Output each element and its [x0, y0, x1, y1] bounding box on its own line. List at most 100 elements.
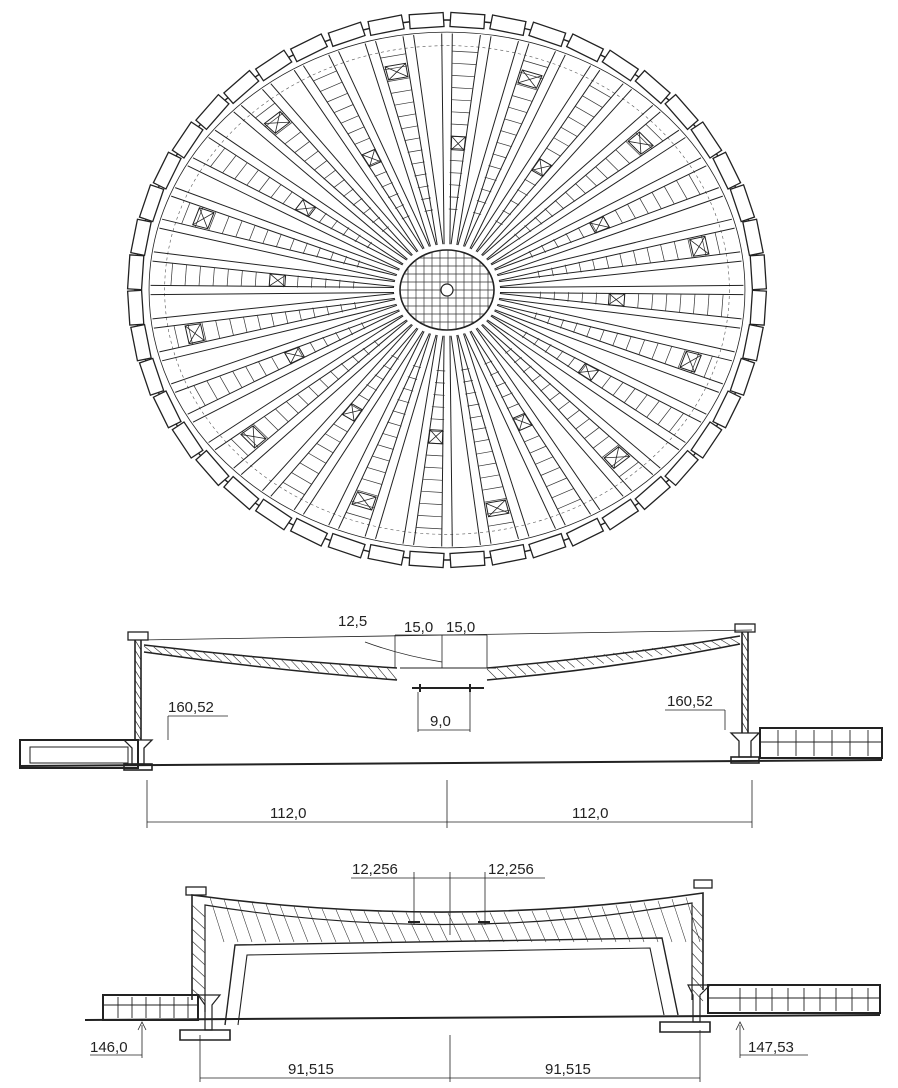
- ground-line: [19, 759, 883, 767]
- panel-division: [411, 161, 425, 165]
- truss-top-chord-left: [143, 644, 398, 669]
- rim-block: [528, 21, 567, 48]
- panel-division: [424, 466, 444, 469]
- frame-lacing: [587, 907, 603, 943]
- frame-cap-left: [185, 886, 207, 896]
- panel-division: [615, 149, 631, 164]
- panel-division: [645, 124, 663, 142]
- column-cap: [127, 631, 149, 641]
- panel-division: [515, 83, 538, 91]
- column-lacing: [134, 649, 142, 661]
- frame-lacing: [657, 900, 673, 943]
- panel-division: [210, 148, 225, 167]
- panel-division: [333, 104, 354, 114]
- panel-division: [679, 293, 682, 313]
- level-arrow-right: [735, 1021, 745, 1031]
- panel-division: [258, 176, 271, 192]
- column-lacing: [134, 709, 142, 721]
- panel-division: [663, 186, 675, 205]
- panel-division: [448, 208, 458, 210]
- radial-girder-edge: [153, 251, 395, 283]
- truss-lacing: [260, 656, 271, 667]
- crossed-panel: [607, 293, 626, 307]
- rim-block: [449, 550, 486, 569]
- truss-lacing: [231, 653, 242, 664]
- footing-right: [659, 1021, 711, 1033]
- rim-block: [289, 33, 329, 63]
- truss-lacing: [593, 655, 604, 664]
- panel-division: [221, 216, 230, 234]
- radial-girder-edge: [262, 88, 413, 256]
- panel-division: [407, 376, 418, 380]
- panel-division: [417, 515, 442, 518]
- radial-girder-edge: [450, 335, 481, 545]
- panel-division: [284, 311, 289, 325]
- panel-division: [533, 312, 538, 320]
- cross-diagonal: [342, 409, 363, 415]
- truss-top-chord-right: [486, 635, 741, 669]
- panel-division: [329, 251, 335, 261]
- panel-division: [401, 215, 410, 220]
- radial-girder-edge: [449, 335, 453, 547]
- truss-lacing: [720, 639, 731, 646]
- panel-division: [534, 456, 554, 465]
- radial-girder-edge: [364, 43, 431, 247]
- rim-block: [138, 184, 165, 223]
- frame-inner: [224, 937, 679, 1026]
- panel-division: [232, 371, 243, 388]
- rim-block: [489, 14, 527, 37]
- truss-lacing: [182, 649, 193, 659]
- crossed-panel: [294, 198, 317, 218]
- radial-girder-edge: [233, 111, 408, 260]
- panel-division: [285, 400, 299, 414]
- frame-lacing: [307, 907, 323, 943]
- radial-girder-edge: [192, 314, 403, 423]
- panel-division: [584, 426, 600, 439]
- panel-division: [433, 394, 445, 396]
- panel-division: [577, 227, 585, 239]
- truss-lacing: [632, 650, 643, 659]
- rim-block: [690, 421, 723, 459]
- panel-division: [595, 292, 598, 305]
- panel-division: [506, 403, 520, 410]
- level-160-52-right: 160,52: [667, 693, 713, 710]
- panel-division: [479, 474, 500, 479]
- span-112-0-left: 112,0: [270, 805, 306, 822]
- cross-diagonal: [512, 417, 532, 426]
- panel-division: [402, 387, 414, 392]
- panel-division: [181, 202, 191, 224]
- radial-girder-edge: [302, 330, 424, 515]
- cross-diagonal: [594, 216, 604, 234]
- panel-division: [246, 169, 259, 186]
- panel-division: [240, 270, 243, 287]
- column-lacing: [741, 641, 749, 653]
- panel-division: [452, 50, 478, 53]
- pier-right: [687, 984, 712, 1023]
- panel-division: [601, 375, 612, 389]
- panel-division: [707, 294, 710, 316]
- panel-division: [434, 382, 445, 384]
- panel-division: [257, 361, 268, 377]
- panel-division: [721, 294, 724, 317]
- panel-division: [198, 266, 201, 286]
- panel-division: [354, 137, 371, 145]
- panel-division: [612, 381, 624, 396]
- panel-division: [377, 444, 394, 450]
- panel-division: [522, 331, 528, 339]
- panel-division: [374, 170, 388, 177]
- panel-division: [519, 71, 543, 80]
- cross-diagonal: [608, 293, 625, 306]
- column-lacing: [134, 719, 142, 731]
- cross-diagonal: [428, 430, 444, 444]
- cross-diagonal: [451, 135, 465, 151]
- panel-division: [283, 482, 305, 495]
- panel-division: [566, 409, 581, 420]
- cross-diagonal: [638, 131, 642, 155]
- panel-division: [517, 189, 528, 196]
- panel-division: [335, 332, 341, 341]
- panel-division: [419, 502, 443, 505]
- panel-division: [567, 116, 586, 128]
- rim-block: [152, 151, 182, 190]
- truss-lacing: [691, 642, 702, 650]
- panel-division: [254, 271, 257, 287]
